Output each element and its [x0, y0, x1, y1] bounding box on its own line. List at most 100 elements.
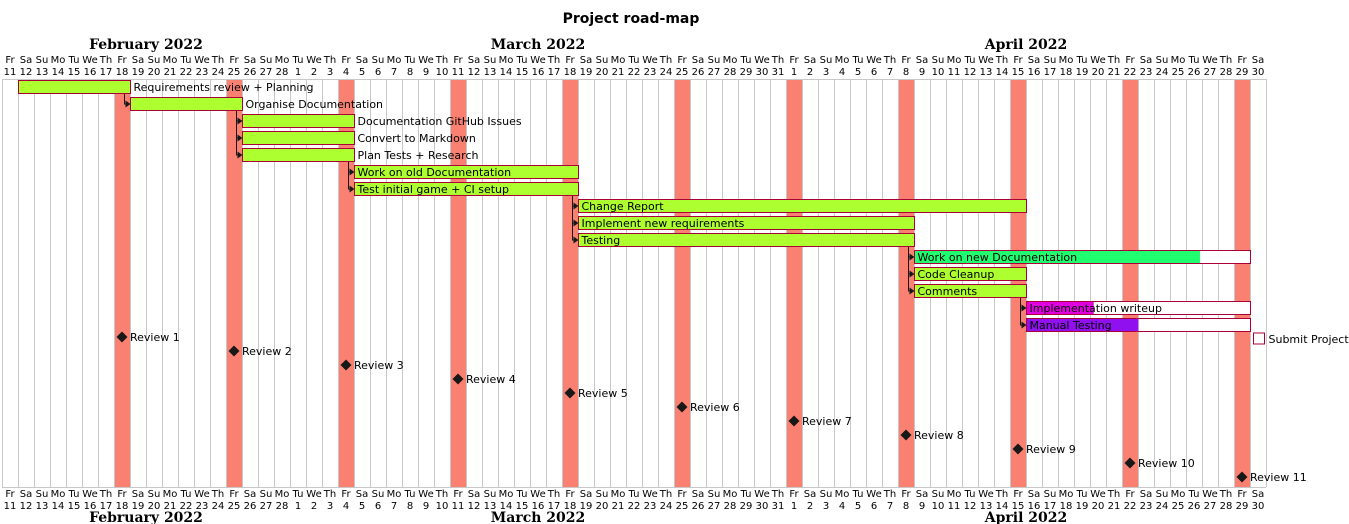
task-label: Change Report [582, 200, 665, 213]
day-name-bottom: Fr [789, 489, 799, 500]
day-number-bottom: 17 [100, 501, 113, 512]
month-label-top: February 2022 [89, 37, 203, 53]
day-number-bottom: 29 [1236, 501, 1249, 512]
task-bar-fill [18, 80, 131, 94]
day-name-bottom: We [1202, 489, 1217, 500]
day-number-bottom: 15 [1012, 501, 1025, 512]
dependency-arrows [124, 93, 1027, 329]
day-number-bottom: 21 [164, 501, 177, 512]
day-number-bottom: 3 [327, 501, 333, 512]
day-name-top: Tu [516, 55, 528, 66]
task-bar-outline [578, 233, 915, 247]
day-name-bottom: Tu [404, 489, 416, 500]
day-name-top: We [978, 55, 993, 66]
day-name-top: Tu [292, 55, 304, 66]
task-bar-outline [242, 114, 355, 128]
day-number-bottom: 24 [1156, 501, 1169, 512]
day-number-bottom: 28 [1220, 501, 1233, 512]
day-number-bottom: 20 [148, 501, 161, 512]
day-name-bottom: Mo [1059, 489, 1074, 500]
day-number-top: 23 [1140, 67, 1153, 78]
day-name-bottom: Sa [1252, 489, 1264, 500]
day-name-top: Su [820, 55, 833, 66]
task-bar-fill [242, 114, 355, 128]
day-number-top: 12 [468, 67, 481, 78]
dependency-arrowhead [349, 185, 355, 193]
highlight-column [562, 79, 578, 487]
milestone-label: Review 8 [914, 429, 964, 442]
task-bar-fill [1026, 318, 1139, 332]
day-number-bottom: 7 [887, 501, 893, 512]
day-name-top: Th [323, 55, 336, 66]
day-number-bottom: 18 [1060, 501, 1073, 512]
day-number-top: 17 [548, 67, 561, 78]
day-number-top: 1 [791, 67, 797, 78]
day-number-bottom: 22 [628, 501, 641, 512]
day-name-top: Su [596, 55, 609, 66]
day-name-bottom: Su [1156, 489, 1169, 500]
day-name-top: Sa [468, 55, 480, 66]
dependency-arrowhead [573, 219, 579, 227]
task-bar-fill [242, 148, 355, 162]
day-number-bottom: 10 [436, 501, 449, 512]
day-name-bottom: Fr [229, 489, 239, 500]
task-bar-outline [354, 182, 579, 196]
task-bar-fill [914, 267, 1027, 281]
task-label: Manual Testing [1030, 319, 1112, 332]
day-number-bottom: 6 [375, 501, 381, 512]
day-name-bottom: Tu [292, 489, 304, 500]
task-bar-fill [578, 233, 915, 247]
day-number-top: 17 [100, 67, 113, 78]
day-number-top: 2 [807, 67, 813, 78]
milestone-diamond [564, 387, 576, 399]
highlight-column [1122, 79, 1138, 487]
day-name-bottom: Su [1044, 489, 1057, 500]
day-name-top: Mo [723, 55, 738, 66]
day-number-top: 22 [180, 67, 193, 78]
day-name-bottom: Mo [51, 489, 66, 500]
submit-marker [1253, 332, 1265, 345]
task-bar-outline [242, 131, 355, 145]
day-number-bottom: 8 [903, 501, 909, 512]
day-name-bottom: Su [708, 489, 721, 500]
day-name-bottom: Mo [611, 489, 626, 500]
milestone-diamond [1012, 443, 1024, 455]
day-number-bottom: 19 [132, 501, 145, 512]
day-name-top: Sa [1140, 55, 1152, 66]
day-name-bottom: Su [596, 489, 609, 500]
day-name-top: Tu [1188, 55, 1200, 66]
milestone-diamond [676, 401, 688, 413]
day-number-top: 26 [244, 67, 257, 78]
day-number-bottom: 14 [52, 501, 65, 512]
day-name-top: Th [1219, 55, 1232, 66]
task-label: Work on new Documentation [918, 251, 1078, 264]
day-number-bottom: 11 [452, 501, 465, 512]
highlight-column [674, 79, 690, 487]
day-number-top: 12 [964, 67, 977, 78]
highlight-column [786, 79, 802, 487]
highlight-column [114, 79, 130, 487]
day-number-top: 14 [996, 67, 1009, 78]
day-name-bottom: Th [99, 489, 112, 500]
day-name-bottom: Th [1219, 489, 1232, 500]
day-name-bottom: Fr [1237, 489, 1247, 500]
day-name-top: Fr [341, 55, 351, 66]
day-number-top: 13 [484, 67, 497, 78]
day-name-bottom: Tu [964, 489, 976, 500]
day-number-top: 22 [1124, 67, 1137, 78]
day-number-bottom: 23 [644, 501, 657, 512]
day-name-bottom: Tu [516, 489, 528, 500]
task-bar-outline [914, 250, 1251, 264]
highlight-column [1010, 79, 1026, 487]
day-name-top: Th [211, 55, 224, 66]
day-name-bottom: Su [484, 489, 497, 500]
day-number-top: 30 [756, 67, 769, 78]
day-name-top: Th [659, 55, 672, 66]
day-name-top: Mo [387, 55, 402, 66]
day-number-top: 21 [164, 67, 177, 78]
day-number-top: 20 [1092, 67, 1105, 78]
day-number-bottom: 22 [1124, 501, 1137, 512]
day-number-bottom: 17 [1044, 501, 1057, 512]
day-name-bottom: Tu [740, 489, 752, 500]
